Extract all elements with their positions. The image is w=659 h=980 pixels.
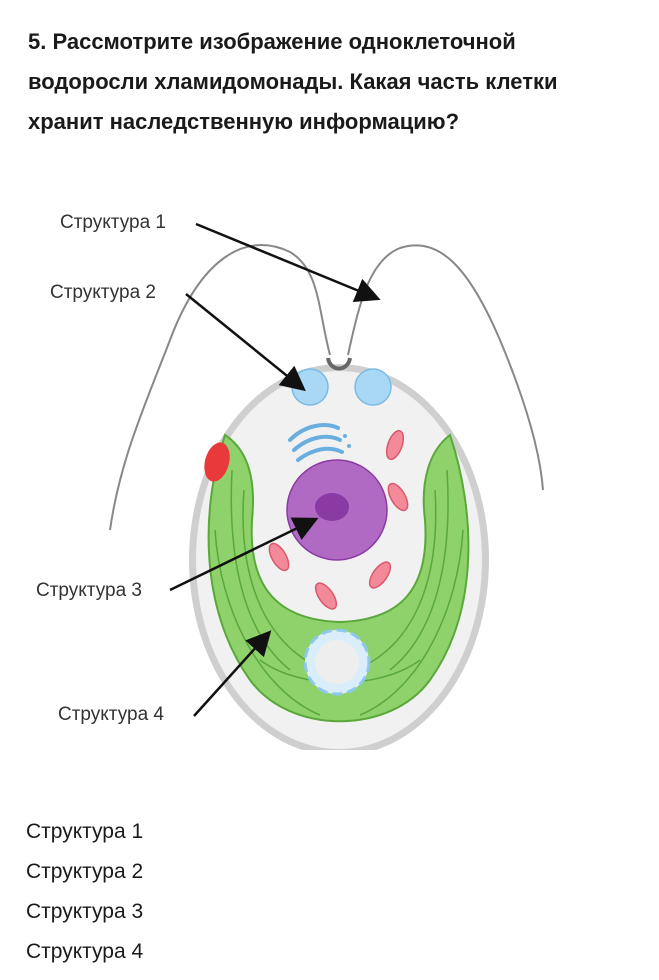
mitochondrion xyxy=(387,482,409,512)
vacuole-right xyxy=(354,368,392,406)
label-structure-2: Структура 2 xyxy=(50,282,156,303)
answer-options: Структура 1 Структура 2 Структура 3 Стру… xyxy=(26,812,143,972)
chlamydomonas-diagram: Структура 1 Структура 2 Структура 3 Стру… xyxy=(0,190,659,750)
chloroplast xyxy=(207,433,470,723)
label-structure-4: Структура 4 xyxy=(58,704,164,725)
question-text: 5. Рассмотрите изображение одноклеточной… xyxy=(28,29,558,134)
mitochondrion xyxy=(268,542,290,572)
arrow-structure-4 xyxy=(193,630,272,717)
option-structure-3[interactable]: Структура 3 xyxy=(26,900,144,923)
mitochondrion xyxy=(368,561,392,589)
mitochondrion xyxy=(314,582,338,610)
option-structure-1[interactable]: Структура 1 xyxy=(26,820,144,843)
arrow-structure-3 xyxy=(169,517,319,592)
option-structure-4[interactable]: Структура 4 xyxy=(26,940,144,963)
pyrenoid xyxy=(315,640,359,684)
eyespot xyxy=(204,442,230,482)
vacuole-left xyxy=(291,368,329,406)
golgi-apparatus xyxy=(288,423,351,462)
nucleolus xyxy=(315,493,349,521)
label-structure-3: Структура 3 xyxy=(36,580,142,601)
flagellum-left xyxy=(109,244,331,531)
option-structure-2[interactable]: Структура 2 xyxy=(26,860,144,883)
label-structure-1: Структура 1 xyxy=(60,212,166,233)
flagella-base xyxy=(326,357,352,371)
mitochondrion xyxy=(385,429,405,461)
arrow-structure-1 xyxy=(195,222,381,302)
arrow-structure-2 xyxy=(185,293,306,392)
